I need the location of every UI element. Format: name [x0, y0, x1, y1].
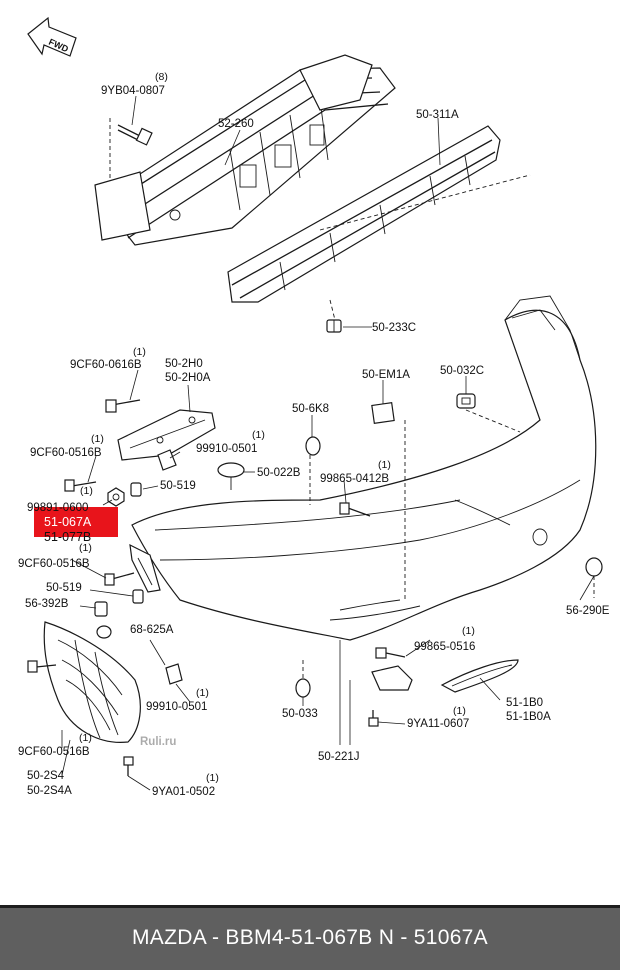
footer-bar: MAZDA - BBM4-51-067B N - 51067A: [0, 905, 620, 970]
pad-50-em1a-icon: [371, 402, 395, 424]
screw-99865-0516-icon: [375, 647, 406, 659]
bolt-9yb04-icon: [117, 124, 153, 146]
part-label-50-2h0a: 50-2H0A: [165, 372, 211, 384]
part-label-52-260: 52-260: [218, 118, 254, 130]
screw-9ya11-0607-icon: [368, 710, 379, 727]
bracket-51-067a-drawing: [129, 543, 161, 593]
energy-absorber-drawing: [227, 125, 501, 303]
part-label-99891-0600: 99891-0600: [27, 502, 88, 514]
part-label-99865-0516: 99865-0516: [414, 641, 475, 653]
part-qty: (1): [378, 459, 391, 471]
part-label-50-033: 50-033: [282, 708, 318, 720]
leader-lines: [61, 95, 595, 791]
part-label-51-067a: 51-067A: [44, 515, 92, 529]
part-qty: (1): [91, 433, 104, 445]
part-qty: (1): [252, 429, 265, 441]
part-label-50-2s4: 50-2S4: [27, 770, 65, 782]
part-qty: (1): [462, 625, 475, 637]
part-qty: (1): [196, 687, 209, 699]
part-qty: (1): [79, 732, 92, 744]
part-label-51-1b0a: 51-1B0A: [506, 711, 551, 723]
part-qty: (1): [133, 346, 146, 358]
part-label-50-519: 50-519: [160, 480, 196, 492]
part-label-50-032c: 50-032C: [440, 365, 484, 377]
clip-56-392b-icon: [94, 601, 108, 617]
highlight-box: [34, 507, 118, 537]
bolt-9cf60-0516b-lower-icon: [27, 660, 57, 673]
part-label-9cf60-0616b: 9CF60-0616B: [70, 359, 142, 371]
tapping-screw-99865-0412b-icon: [339, 502, 371, 517]
part-label-51-1b0: 51-1B0: [506, 697, 543, 709]
bumper-cover-drawing: [131, 295, 597, 641]
clip-99910-0501-upper-icon: [157, 449, 177, 471]
part-label-50-022b: 50-022B: [257, 467, 301, 479]
washer-68-625a-icon: [96, 625, 112, 639]
screw-9ya01-0502-icon: [123, 756, 134, 776]
part-label-50-519: 50-519: [46, 582, 82, 594]
clip-50-233c-icon: [326, 319, 342, 333]
part-label-51-077b: 51-077B: [44, 530, 91, 544]
part-qty: (1): [80, 485, 93, 497]
plug-56-290e-icon: [585, 557, 603, 577]
part-label-50-2h0: 50-2H0: [165, 358, 203, 370]
clip-50-519-lower-icon: [132, 589, 144, 604]
part-qty: (1): [79, 542, 92, 554]
part-label-50-6k8: 50-6K8: [292, 403, 329, 415]
bolt-9cf60-0516b-mid-icon: [104, 572, 135, 586]
part-label-99865-0412b: 99865-0412B: [320, 473, 389, 485]
part-label-50-311a: 50-311A: [416, 109, 459, 121]
part-label-99910-0501: 99910-0501: [196, 443, 257, 455]
reflector-51-1b0-drawing: [440, 659, 519, 693]
splash-shield-50-2s4-drawing: [43, 621, 141, 743]
nut-99891-0600-icon: [107, 487, 125, 507]
part-label-50-2s4a: 50-2S4A: [27, 785, 72, 797]
part-label-50-221j: 50-221J: [318, 751, 360, 763]
watermark: Ruli.ru: [140, 736, 176, 748]
clip-50-519-upper-icon: [130, 482, 142, 497]
part-label-56-290e: 56-290E: [566, 605, 610, 617]
part-label-9cf60-0516b: 9CF60-0516B: [18, 558, 90, 570]
part-label-50-233c: 50-233C: [372, 322, 416, 334]
part-labels: 9YB04-0807 (8) 52-260 50-311A 50-233C 9CF60-0…: [18, 71, 610, 798]
clip-99910-0501-lower-icon: [165, 663, 183, 685]
part-qty: (1): [453, 705, 466, 717]
parts-diagram: Ruli.ru FWD: [18, 16, 610, 798]
part-label-68-625a: 68-625A: [130, 624, 174, 636]
part-label-99910-0501: 99910-0501: [146, 701, 207, 713]
bracket-lower-center-drawing: [371, 665, 413, 691]
part-label-50-em1a: 50-EM1A: [362, 369, 410, 381]
part-label-9cf60-0516b: 9CF60-0516B: [18, 746, 90, 758]
bumper-reinforcement-drawing: [94, 54, 396, 246]
fwd-arrow-icon: FWD: [27, 16, 77, 57]
bolt-9cf60-0616b-icon: [105, 399, 141, 413]
footer-text: MAZDA - BBM4-51-067B N - 51067A: [132, 926, 488, 949]
part-qty: (1): [206, 772, 219, 784]
bracket-50-2h0-drawing: [117, 409, 216, 461]
part-label-9ya01-0502: 9YA01-0502: [152, 786, 215, 798]
part-label-9cf60-0516b: 9CF60-0516B: [30, 447, 102, 459]
part-label-9ya11-0607: 9YA11-0607: [407, 718, 469, 730]
retainer-50-022b-icon: [217, 462, 245, 490]
part-label-9yb04-0807: 9YB04-0807: [101, 85, 165, 97]
plug-50-033-icon: [295, 678, 311, 698]
part-label-56-392b: 56-392B: [25, 598, 69, 610]
part-qty: (8): [155, 71, 168, 83]
clip-50-032c-icon: [456, 393, 476, 409]
plug-50-6k8-icon: [305, 436, 321, 456]
bolt-9cf60-0516b-upper-icon: [64, 479, 97, 492]
